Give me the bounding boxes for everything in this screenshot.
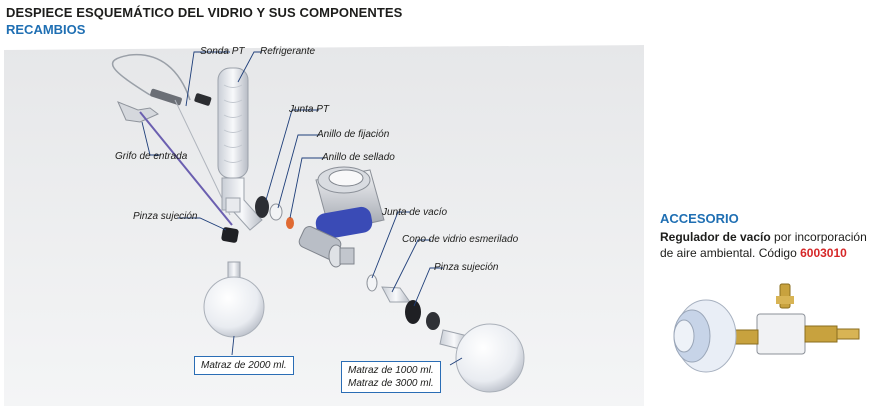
matraz-2000-text: Matraz de 2000 ml.	[201, 360, 287, 371]
accessory-desc-text: por incorporación de aire ambiental. Cód…	[660, 230, 867, 260]
vacuum-regulator-image	[662, 276, 872, 386]
probe-tip	[194, 93, 212, 106]
probe-cable	[111, 53, 191, 101]
matraz-1000-text: Matraz de 1000 ml.	[348, 365, 434, 376]
label-pinza-sujecion-1: Pinza sujeción	[133, 211, 198, 222]
glass-elbow	[221, 177, 263, 231]
clamp-1	[221, 227, 239, 243]
page-subtitle: RECAMBIOS	[6, 22, 86, 37]
accessory-heading: ACCESORIO	[660, 211, 739, 226]
sealing-ring	[286, 217, 294, 229]
label-refrigerante: Refrigerante	[260, 46, 316, 57]
matraz-3000-text: Matraz de 3000 ml.	[348, 378, 434, 389]
accessory-product-name: Regulador de vacío	[660, 230, 771, 244]
flask-2000	[203, 261, 265, 338]
page-title: DESPIECE ESQUEMÁTICO DEL VIDRIO Y SUS CO…	[6, 5, 403, 20]
label-junta-vacio: Junta de vacío	[382, 207, 448, 218]
accessory-code: 6003010	[800, 246, 847, 260]
label-cono-vidrio: Cono de vidrio esmerilado	[402, 234, 519, 245]
gasket-dark	[255, 196, 269, 218]
flask-1000-3000	[439, 323, 525, 393]
label-matraz-2000: Matraz de 2000 ml.	[194, 356, 294, 375]
motor-unit	[298, 166, 385, 268]
label-grifo-entrada: Grifo de entrada	[115, 151, 188, 162]
label-sonda-pt: Sonda PT	[200, 46, 245, 57]
label-anillo-fijacion: Anillo de fijación	[317, 129, 390, 140]
vacuum-seal	[366, 274, 378, 292]
inlet-tap	[117, 101, 159, 123]
fixing-ring	[269, 203, 283, 221]
accessory-description: Regulador de vacío por incorporación de …	[660, 229, 872, 261]
label-junta-pt: Junta PT	[289, 104, 330, 115]
probe-body	[150, 88, 182, 106]
condenser	[217, 67, 249, 179]
label-anillo-sellado: Anillo de sellado	[322, 152, 395, 163]
label-pinza-sujecion-2: Pinza sujeción	[434, 262, 499, 273]
exploded-diagram-panel	[0, 40, 650, 411]
clamp-2	[405, 300, 421, 324]
label-matraz-1000-3000: Matraz de 1000 ml. Matraz de 3000 ml.	[341, 361, 441, 393]
callout-lines	[141, 51, 463, 366]
